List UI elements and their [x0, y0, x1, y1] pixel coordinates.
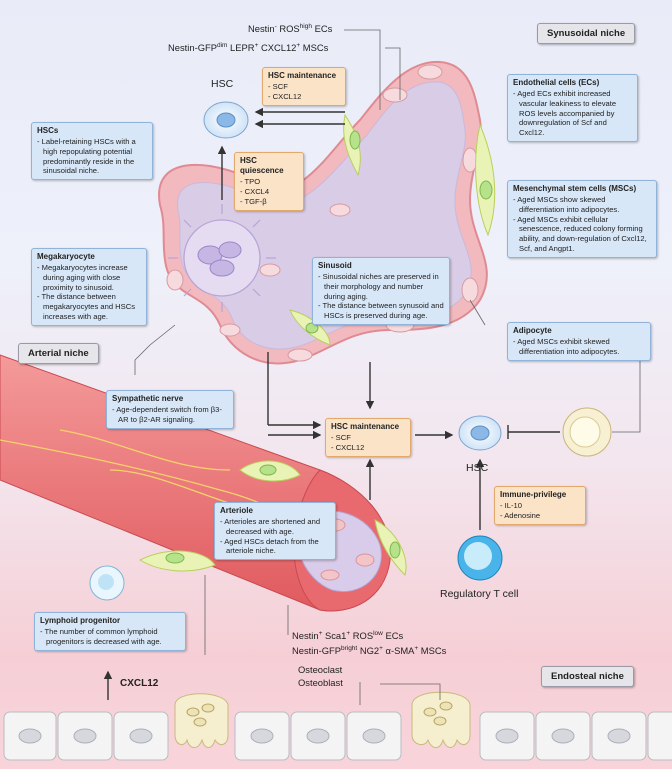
regulatory-t-cell: [457, 535, 503, 581]
arteriole-box: Arteriole Arterioles are shortened and d…: [214, 502, 336, 561]
hsc-top-label: HSC: [211, 78, 234, 90]
synusoidal-niche-label: Synusoidal niche: [537, 23, 636, 44]
osteoblast-label: Osteoblast: [298, 677, 343, 688]
hsc-maintenance-mid-box: HSC maintenance SCFCXCL12: [325, 418, 411, 457]
arrows: [103, 107, 560, 700]
msc-box: Mesenchymal stem cells (MSCs) Aged MSCs …: [507, 180, 657, 258]
nestin-ng2-msc-label: Nestin-GFPbright NG2+ α-SMA+ MSCs: [292, 645, 447, 657]
lymphoid-progenitor-box: Lymphoid progenitor The number of common…: [34, 612, 186, 651]
hsc-quiescence-box: HSC quiescence TPOCXCL4TGF-β: [234, 152, 304, 211]
hsc-right-cell: [458, 415, 502, 451]
sympathetic-nerve-box: Sympathetic nerve Age-dependent switch f…: [106, 390, 234, 429]
nestin-ros-ecs-label: Nestin- ROShigh ECs: [248, 23, 333, 35]
lymphoid-progenitor-cell: [89, 565, 125, 601]
immune-privilege-box: Immune-privilege IL-10Adenosine: [494, 486, 586, 525]
endosteal-niche-label: Endosteal niche: [541, 666, 634, 687]
hsc-right-label: HSC: [466, 462, 489, 474]
osteoclast-label: Osteoclast: [298, 664, 343, 675]
hscs-box: HSCs Label-retaining HSCs with a high re…: [31, 122, 153, 181]
sinusoid-box: Sinusoid Sinusoidal niches are preserved…: [312, 257, 450, 325]
regulatory-t-cell-label: Regulatory T cell: [440, 588, 519, 600]
adipocyte-cell: [562, 407, 612, 457]
arterial-niche-label: Arterial niche: [18, 343, 99, 364]
nestin-gfp-msc-label: Nestin-GFPdim LEPR+ CXCL12+ MSCs: [168, 42, 329, 54]
megakaryocyte-box: Megakaryocyte Megakaryocytes increase du…: [31, 248, 147, 326]
adipocyte-box: Adipocyte Aged MSCs exhibit skewed diffe…: [507, 322, 651, 361]
hsc-top-cell: [203, 101, 249, 139]
callout-lines: [134, 29, 641, 705]
hsc-maintenance-top-box: HSC maintenance SCFCXCL12: [262, 67, 346, 106]
nestin-sca1-ecs-label: Nestin+ Sca1+ ROSlow ECs: [292, 630, 404, 642]
endothelial-cells-box: Endothelial cells (ECs) Aged ECs exhibit…: [507, 74, 638, 142]
cxcl12-label: CXCL12: [120, 678, 159, 689]
megakaryocyte-cell: [168, 204, 276, 312]
